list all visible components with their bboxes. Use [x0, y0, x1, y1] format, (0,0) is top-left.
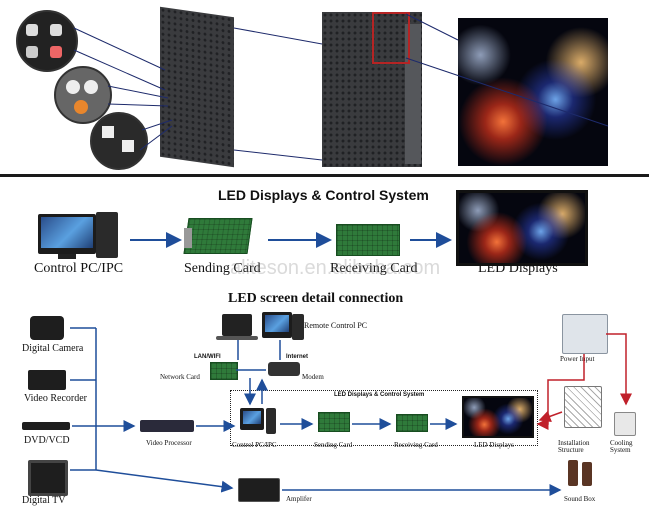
source-dvd-vcd: DVD/VCD [24, 435, 70, 446]
node-control-pc: Control PC/IPC [34, 261, 124, 276]
laptop-base-icon [216, 336, 258, 340]
remote-pc-icon [262, 312, 292, 338]
sound-box-icon-2 [582, 462, 592, 486]
source-digital-tv: Digital TV [22, 495, 66, 506]
cooling-system-icon [614, 412, 636, 436]
control-pc-stand-icon [58, 254, 76, 259]
top-diagram-title: LED Displays & Control System [218, 187, 429, 203]
remote-control-pc-label: Remote Control PC [304, 321, 368, 330]
network-card-label: Network Card [160, 373, 200, 381]
sending-card-connector [184, 228, 192, 248]
chain-control-pc: Control PC/IPC [232, 441, 277, 449]
sound-box-icon [568, 460, 578, 486]
sending-card-icon [183, 218, 253, 254]
video-processor-icon [140, 420, 194, 432]
power-input-icon [562, 314, 608, 354]
internet-label: Internet [286, 354, 309, 360]
power-input-label: Power Input [560, 355, 595, 363]
video-recorder-icon [28, 370, 66, 390]
modem-icon [268, 362, 300, 376]
receiving-card-icon [336, 224, 400, 256]
hero-zoom-lines [73, 13, 609, 161]
digital-camera-icon [30, 316, 64, 340]
led-display-icon [456, 190, 588, 266]
network-card-icon [210, 362, 238, 380]
chain-sending-card-icon [318, 412, 350, 432]
chain-control-pc-tower-icon [266, 408, 276, 434]
chain-control-pc-icon [240, 408, 264, 430]
hero-product-photos [0, 0, 649, 172]
control-pc-tower-icon [96, 212, 118, 258]
installation-structure-label: Installation Structure [558, 439, 590, 454]
chain-sending-card: Sending Card [314, 441, 353, 449]
modem-label: Modem [302, 373, 324, 381]
node-led-displays: LED Displays [478, 261, 558, 276]
section-divider [0, 174, 649, 177]
pixel-zoom-circle-2 [54, 66, 112, 124]
amplifier-icon [238, 478, 280, 502]
control-pc-monitor-icon [38, 214, 96, 254]
source-digital-camera: Digital Camera [22, 343, 84, 354]
cabinet-highlight-box [372, 12, 410, 64]
digital-tv-icon [28, 460, 68, 496]
remote-pc-tower-icon [292, 314, 304, 340]
amplifier-label: Amplifer [286, 495, 312, 503]
chain-led-displays: LED Displays [474, 441, 514, 449]
chain-receiving-card: Receiving Card [394, 441, 438, 449]
laptop-icon [222, 314, 252, 336]
video-screen-image [458, 18, 608, 166]
pixel-zoom-circle-3 [90, 112, 148, 170]
lan-wifi-label: LAN/WIFI [194, 354, 221, 360]
chain-led-display-icon [462, 396, 534, 438]
installation-structure-icon [564, 386, 602, 428]
source-video-recorder: Video Recorder [24, 393, 87, 404]
cooling-system-label: Cooling System [610, 439, 633, 454]
node-receiving-card: Receiving Card [330, 261, 418, 276]
watermark: aliteson.en.alibaba.com [230, 257, 441, 279]
pixel-zoom-circle-1 [16, 10, 78, 72]
dvd-player-icon [22, 422, 70, 430]
inner-system-title: LED Displays & Control System [334, 392, 425, 398]
chain-video-processor: Video Processor [146, 439, 192, 447]
sound-box-label: Sound Box [564, 495, 596, 503]
node-sending-card: Sending Card [184, 261, 261, 276]
chain-receiving-card-icon [396, 414, 428, 432]
bottom-diagram-title: LED screen detail connection [228, 291, 404, 306]
